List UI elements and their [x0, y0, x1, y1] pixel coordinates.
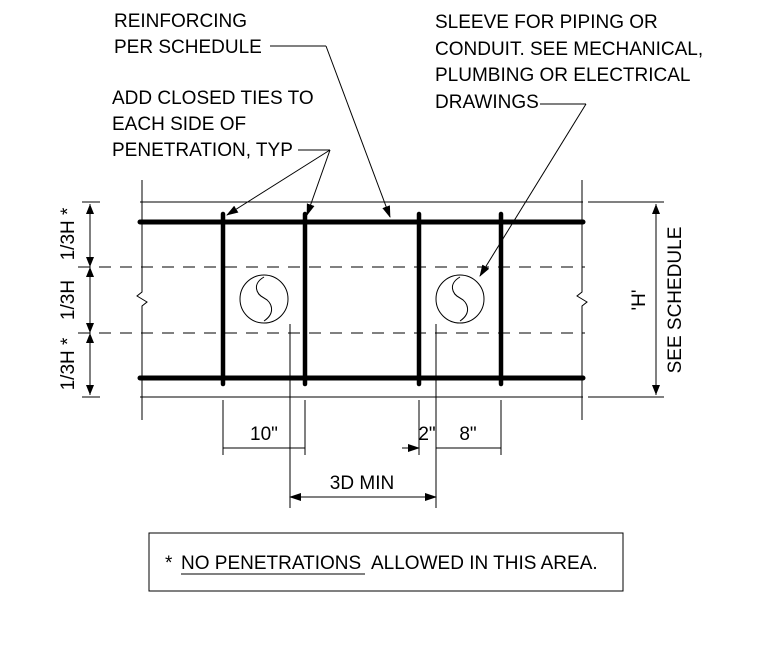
- ties-note-line: ADD CLOSED TIES TO: [112, 88, 314, 109]
- see-schedule-label: SEE SCHEDULE: [665, 227, 686, 374]
- zone-label-top: 1/3H *: [58, 207, 79, 260]
- ties-note: ADD CLOSED TIES TO EACH SIDE OF PENETRAT…: [112, 88, 319, 161]
- horizontal-dimensions: [223, 444, 501, 501]
- sleeve-note-line: DRAWINGS: [435, 92, 539, 113]
- leader-lines: [226, 45, 587, 277]
- sleeve-right: [435, 274, 485, 324]
- dim-tie-gap: 2": [418, 424, 435, 445]
- closed-ties: [220, 211, 504, 387]
- sleeve-note: SLEEVE FOR PIPING OR CONDUIT. SEE MECHAN…: [435, 12, 708, 113]
- reinforcing-note: REINFORCING PER SCHEDULE: [114, 11, 262, 58]
- dim-tie-offset-left: 10": [250, 424, 278, 445]
- reinforcing-note-line: REINFORCING: [114, 11, 247, 32]
- zone-label-middle: 1/3H: [58, 280, 79, 320]
- sleeve-left: [239, 274, 289, 324]
- zone-label-bottom: 1/3H *: [58, 337, 79, 390]
- sleeve-note-line: SLEEVE FOR PIPING OR: [435, 12, 658, 33]
- vertical-dimensions: [82, 201, 664, 398]
- footnote-emphasis: NO PENETRATIONS: [181, 553, 361, 574]
- ties-note-line: EACH SIDE OF: [112, 114, 246, 135]
- footnote-rest: ALLOWED IN THIS AREA.: [371, 553, 598, 574]
- footnote-box: * NO PENETRATIONS ALLOWED IN THIS AREA.: [148, 532, 624, 592]
- sleeve-note-line: CONDUIT. SEE MECHANICAL,: [435, 39, 703, 60]
- break-line-right: [576, 180, 588, 420]
- height-label: 'H': [629, 290, 650, 311]
- dim-tie-offset-right: 8": [459, 424, 476, 445]
- footnote-asterisk: *: [165, 553, 173, 574]
- break-line-left: [136, 180, 148, 420]
- beam-outline: [136, 180, 588, 420]
- reinforcing-note-line: PER SCHEDULE: [114, 37, 262, 58]
- dim-spacing: 3D MIN: [330, 473, 394, 494]
- ties-note-line: PENETRATION, TYP: [112, 140, 293, 161]
- sleeve-note-line: PLUMBING OR ELECTRICAL: [435, 65, 690, 86]
